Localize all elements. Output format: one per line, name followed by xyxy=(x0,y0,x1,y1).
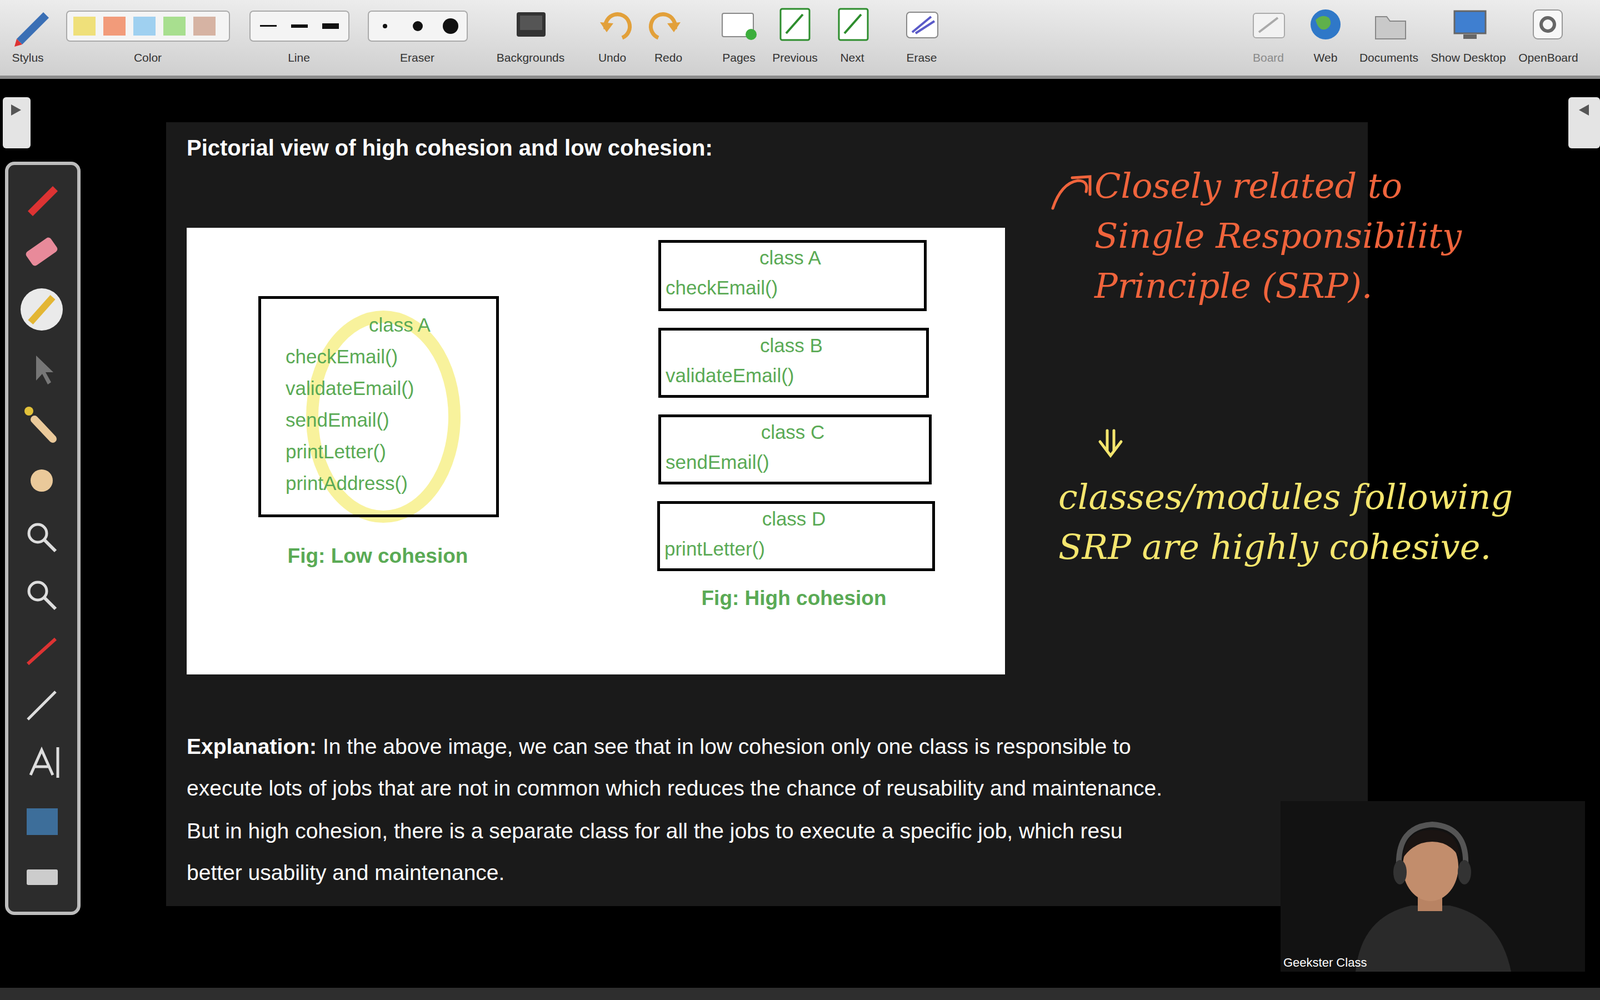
class-box: class CsendEmail() xyxy=(658,414,932,485)
status-bar xyxy=(0,987,1600,1000)
toolbar-label: Pages xyxy=(722,51,756,65)
toolbar-label: OpenBoard xyxy=(1518,51,1578,65)
toolbar-label: Redo xyxy=(654,51,683,65)
toolbar-label: Color xyxy=(133,51,162,65)
method-name: validateEmail() xyxy=(285,372,488,404)
webcam-name: Geekster Class xyxy=(1283,955,1367,970)
method-name: sendEmail() xyxy=(285,403,488,436)
toolbar-edge xyxy=(0,75,1600,79)
handwritten-note: Closely related to Single Responsibility… xyxy=(1094,161,1517,312)
class-name: class C xyxy=(665,417,920,448)
toolbar-label: Web xyxy=(1313,51,1338,65)
tool-palette xyxy=(6,163,79,914)
toolbar-label: Erase xyxy=(906,51,938,65)
class-box: class DprintLetter() xyxy=(657,501,935,572)
toolbar-label: Line xyxy=(287,51,310,65)
class-name: class A xyxy=(665,242,915,273)
method-name: printAddress() xyxy=(285,467,488,499)
method-name: checkEmail() xyxy=(665,272,915,303)
explanation-heading: Explanation: xyxy=(186,734,317,759)
side-tab xyxy=(2,97,31,149)
method-name: printLetter() xyxy=(664,533,924,564)
method-name: printLetter() xyxy=(285,435,488,468)
explanation-line: better usability and maintenance. xyxy=(186,860,505,885)
toolbar-label: Eraser xyxy=(400,51,435,65)
slide-title: Pictorial view of high cohesion and low … xyxy=(186,135,713,161)
explanation-line: execute lots of jobs that are not in com… xyxy=(186,776,1163,801)
down-arrow xyxy=(1100,430,1122,456)
class-box: class BvalidateEmail() xyxy=(658,327,929,398)
method-name: checkEmail() xyxy=(285,340,488,373)
explanation-text: But in high cohesion, there is a separat… xyxy=(186,818,1123,843)
side-tab xyxy=(1568,97,1600,149)
explanation-text: In the above image, we can see that in l… xyxy=(322,734,1132,759)
figure-caption: Fig: Low cohesion xyxy=(287,544,469,568)
diagram-panel xyxy=(186,227,1005,675)
method-name: validateEmail() xyxy=(665,360,918,391)
toolbar-label: Backgrounds xyxy=(496,51,565,65)
explanation-text: execute lots of jobs that are not in com… xyxy=(186,776,1163,800)
toolbar-label: Documents xyxy=(1359,51,1419,65)
explanation-line: But in high cohesion, there is a separat… xyxy=(186,818,1123,844)
toolbar xyxy=(0,0,1600,77)
toolbar-icons xyxy=(14,8,1563,47)
explanation-line: Explanation: In the above image, we can … xyxy=(186,734,1132,759)
webcam-view xyxy=(1280,801,1585,972)
method-name: sendEmail() xyxy=(665,447,920,478)
toolbar-label: Undo xyxy=(598,51,627,65)
figure-caption: Fig: High cohesion xyxy=(701,586,887,610)
class-name: class B xyxy=(665,330,918,361)
toolbar-label: Previous xyxy=(772,51,818,65)
toolbar-label: Board xyxy=(1252,51,1284,65)
curly-arrow xyxy=(1052,176,1090,209)
class-name: class D xyxy=(664,503,924,534)
class-box: class AcheckEmail()validateEmail()sendEm… xyxy=(258,296,499,518)
toolbar-label: Next xyxy=(840,51,864,65)
toolbar-label: Show Desktop xyxy=(1430,51,1506,65)
class-name: class A xyxy=(285,308,488,341)
explanation-text: better usability and maintenance. xyxy=(186,860,505,885)
handwritten-note: classes/modules following SRP are highly… xyxy=(1058,472,1531,573)
toolbar-label: Stylus xyxy=(11,51,44,65)
class-box: class AcheckEmail() xyxy=(658,240,927,312)
